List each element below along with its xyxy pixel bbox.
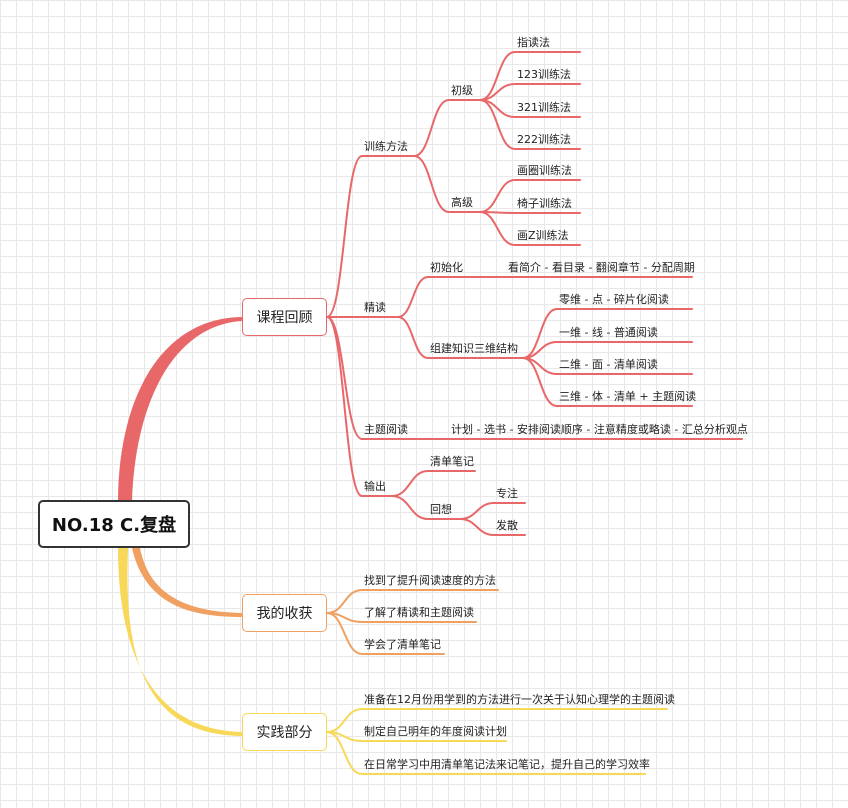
node-structure[interactable]: 组建知识三维结构 xyxy=(430,342,518,355)
beginner-to-item xyxy=(479,99,516,150)
node-topic-detail[interactable]: 计划 - 选书 - 安排阅读顺序 - 注意精度或略读 - 汇总分析观点 xyxy=(451,423,748,436)
node-beginner-item[interactable]: 123训练法 xyxy=(517,68,571,81)
branch-practice[interactable]: 实践部分 xyxy=(242,713,327,751)
node-practice-item[interactable]: 制定自己明年的年度阅读计划 xyxy=(364,725,507,738)
node-advanced[interactable]: 高级 xyxy=(451,196,473,209)
node-topic[interactable]: 主题阅读 xyxy=(364,423,408,436)
node-beginner-item[interactable]: 指读法 xyxy=(517,36,550,49)
node-recall[interactable]: 回想 xyxy=(430,503,452,516)
node-init-detail[interactable]: 看简介 - 看目录 - 翻阅章节 - 分配周期 xyxy=(508,261,695,274)
review-to-topic xyxy=(326,316,363,440)
node-output[interactable]: 输出 xyxy=(364,480,386,493)
node-beginner[interactable]: 初级 xyxy=(451,84,473,97)
node-advanced-item[interactable]: 椅子训练法 xyxy=(517,197,572,210)
practice-to-item xyxy=(326,731,363,775)
node-beginner-item[interactable]: 321训练法 xyxy=(517,101,571,114)
node-practice-item[interactable]: 准备在12月份用学到的方法进行一次关于认知心理学的主题阅读 xyxy=(364,693,675,706)
gains-to-item xyxy=(326,589,363,614)
output-to-notes xyxy=(391,470,429,497)
node-gain-item[interactable]: 学会了清单笔记 xyxy=(364,638,441,651)
node-close-reading[interactable]: 精读 xyxy=(364,301,386,314)
root-node[interactable]: NO.18 C.复盘 xyxy=(38,500,190,548)
branch-review[interactable]: 课程回顾 xyxy=(242,298,327,336)
node-structure-item[interactable]: 一维 - 线 - 普通阅读 xyxy=(559,326,658,339)
training-to-beginner xyxy=(413,99,450,157)
review-to-output xyxy=(326,316,363,497)
root-to-practice xyxy=(118,548,242,736)
close-to-init xyxy=(397,276,429,318)
node-advanced-item[interactable]: 画圈训练法 xyxy=(517,164,572,177)
node-gain-item[interactable]: 找到了提升阅读速度的方法 xyxy=(364,574,496,587)
node-init[interactable]: 初始化 xyxy=(430,261,463,274)
node-advanced-item[interactable]: 画Z训练法 xyxy=(517,229,569,242)
branch-gains[interactable]: 我的收获 xyxy=(242,594,327,632)
node-list-notes[interactable]: 清单笔记 xyxy=(430,455,474,468)
advanced-to-item xyxy=(479,211,516,246)
node-gain-item[interactable]: 了解了精读和主题阅读 xyxy=(364,606,474,619)
practice-to-item xyxy=(326,708,363,733)
node-structure-item[interactable]: 二维 - 面 - 清单阅读 xyxy=(559,358,658,371)
recall-to-item xyxy=(459,518,495,536)
node-training[interactable]: 训练方法 xyxy=(364,140,408,153)
training-to-advanced xyxy=(413,155,450,213)
review-to-training xyxy=(326,155,363,318)
node-recall-item[interactable]: 发散 xyxy=(496,519,518,532)
node-recall-item[interactable]: 专注 xyxy=(496,487,518,500)
close-to-structure xyxy=(397,316,429,359)
node-practice-item[interactable]: 在日常学习中用清单笔记法来记笔记，提升自己的学习效率 xyxy=(364,758,650,771)
node-structure-item[interactable]: 零维 - 点 - 碎片化阅读 xyxy=(559,293,669,306)
node-beginner-item[interactable]: 222训练法 xyxy=(517,133,571,146)
root-to-gains xyxy=(132,548,242,617)
root-to-review xyxy=(118,317,242,502)
structure-to-item xyxy=(522,357,558,407)
recall-to-item xyxy=(459,502,495,520)
node-structure-item[interactable]: 三维 - 体 - 清单 + 主题阅读 xyxy=(559,390,697,403)
output-to-recall xyxy=(391,495,429,520)
advanced-to-item xyxy=(479,179,516,213)
gains-to-item xyxy=(326,612,363,655)
